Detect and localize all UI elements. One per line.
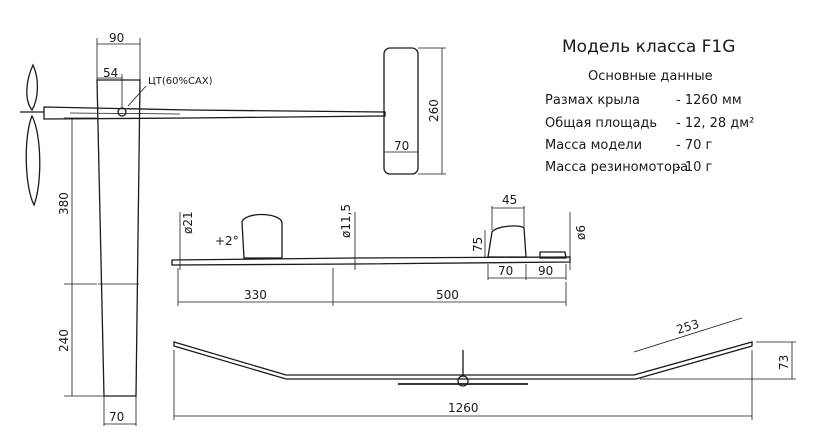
front-view: 253 73 1260	[173, 317, 796, 420]
spec-label-2: Масса модели	[545, 138, 642, 153]
stabilizer	[383, 47, 419, 175]
top-view: 90 54 ЦТ(60%САХ) 380 240 70 260 70	[20, 31, 446, 426]
spec-label-0: Размах крыла	[545, 93, 640, 108]
dim-tip-chord: 70	[109, 410, 124, 424]
spec-value-0: - 1260 мм	[676, 93, 742, 108]
dim-nose-to-wing: 330	[244, 288, 267, 302]
dim-dihedral: 73	[777, 355, 791, 370]
propeller-lower-blade	[25, 114, 41, 207]
dim-fin-tail: 90	[538, 264, 553, 278]
dim-stab-span: 260	[427, 99, 441, 122]
fuselage-front	[457, 375, 469, 387]
dim-fin-base: 70	[498, 264, 513, 278]
dim-stab-chord: 70	[394, 139, 409, 153]
dim-boom-dia: ø6	[574, 225, 588, 240]
subtitle: Основные данные	[588, 69, 713, 84]
dim-cg-offset: 54	[103, 66, 118, 80]
spec-label-3: Масса резиномотора	[545, 160, 688, 175]
side-view: ø21 +2° ø11,5 ø6 45 75 70 90 330 500	[171, 193, 588, 306]
dim-wing-inner: 380	[57, 192, 71, 215]
tail-hook	[539, 251, 567, 259]
spec-value-1: - 12, 28 дм²	[676, 116, 754, 131]
spec-label-1: Общая площадь	[545, 116, 657, 131]
fuselage-centerline	[69, 112, 181, 115]
wing-half-planform	[96, 79, 141, 397]
spec-block: Модель класса F1G Основные данные Размах…	[545, 37, 754, 175]
dim-fin-top: 45	[502, 193, 517, 207]
dim-pylon-height: ø21	[181, 211, 195, 234]
dim-fuselage-dia: ø11,5	[339, 204, 353, 238]
title: Модель класса F1G	[562, 37, 735, 57]
dim-tip-panel: 253	[675, 317, 701, 337]
wing-front	[173, 341, 753, 380]
spec-value-2: - 70 г	[676, 138, 712, 153]
dim-span: 1260	[448, 401, 479, 415]
dim-line-253	[633, 317, 743, 353]
spec-value-3: - 10 г	[676, 160, 712, 175]
dim-fin-height: 75	[471, 237, 485, 252]
vertical-fin	[487, 225, 527, 258]
fuselage-top	[43, 106, 386, 120]
dim-root-chord: 90	[109, 31, 124, 45]
incidence-label: +2°	[215, 234, 239, 248]
cg-label: ЦТ(60%САХ)	[148, 76, 213, 87]
dim-wing-outer: 240	[57, 329, 71, 352]
propeller-upper-blade	[26, 63, 39, 112]
dim-wing-to-tail: 500	[436, 288, 459, 302]
wing-pylon	[241, 213, 283, 259]
